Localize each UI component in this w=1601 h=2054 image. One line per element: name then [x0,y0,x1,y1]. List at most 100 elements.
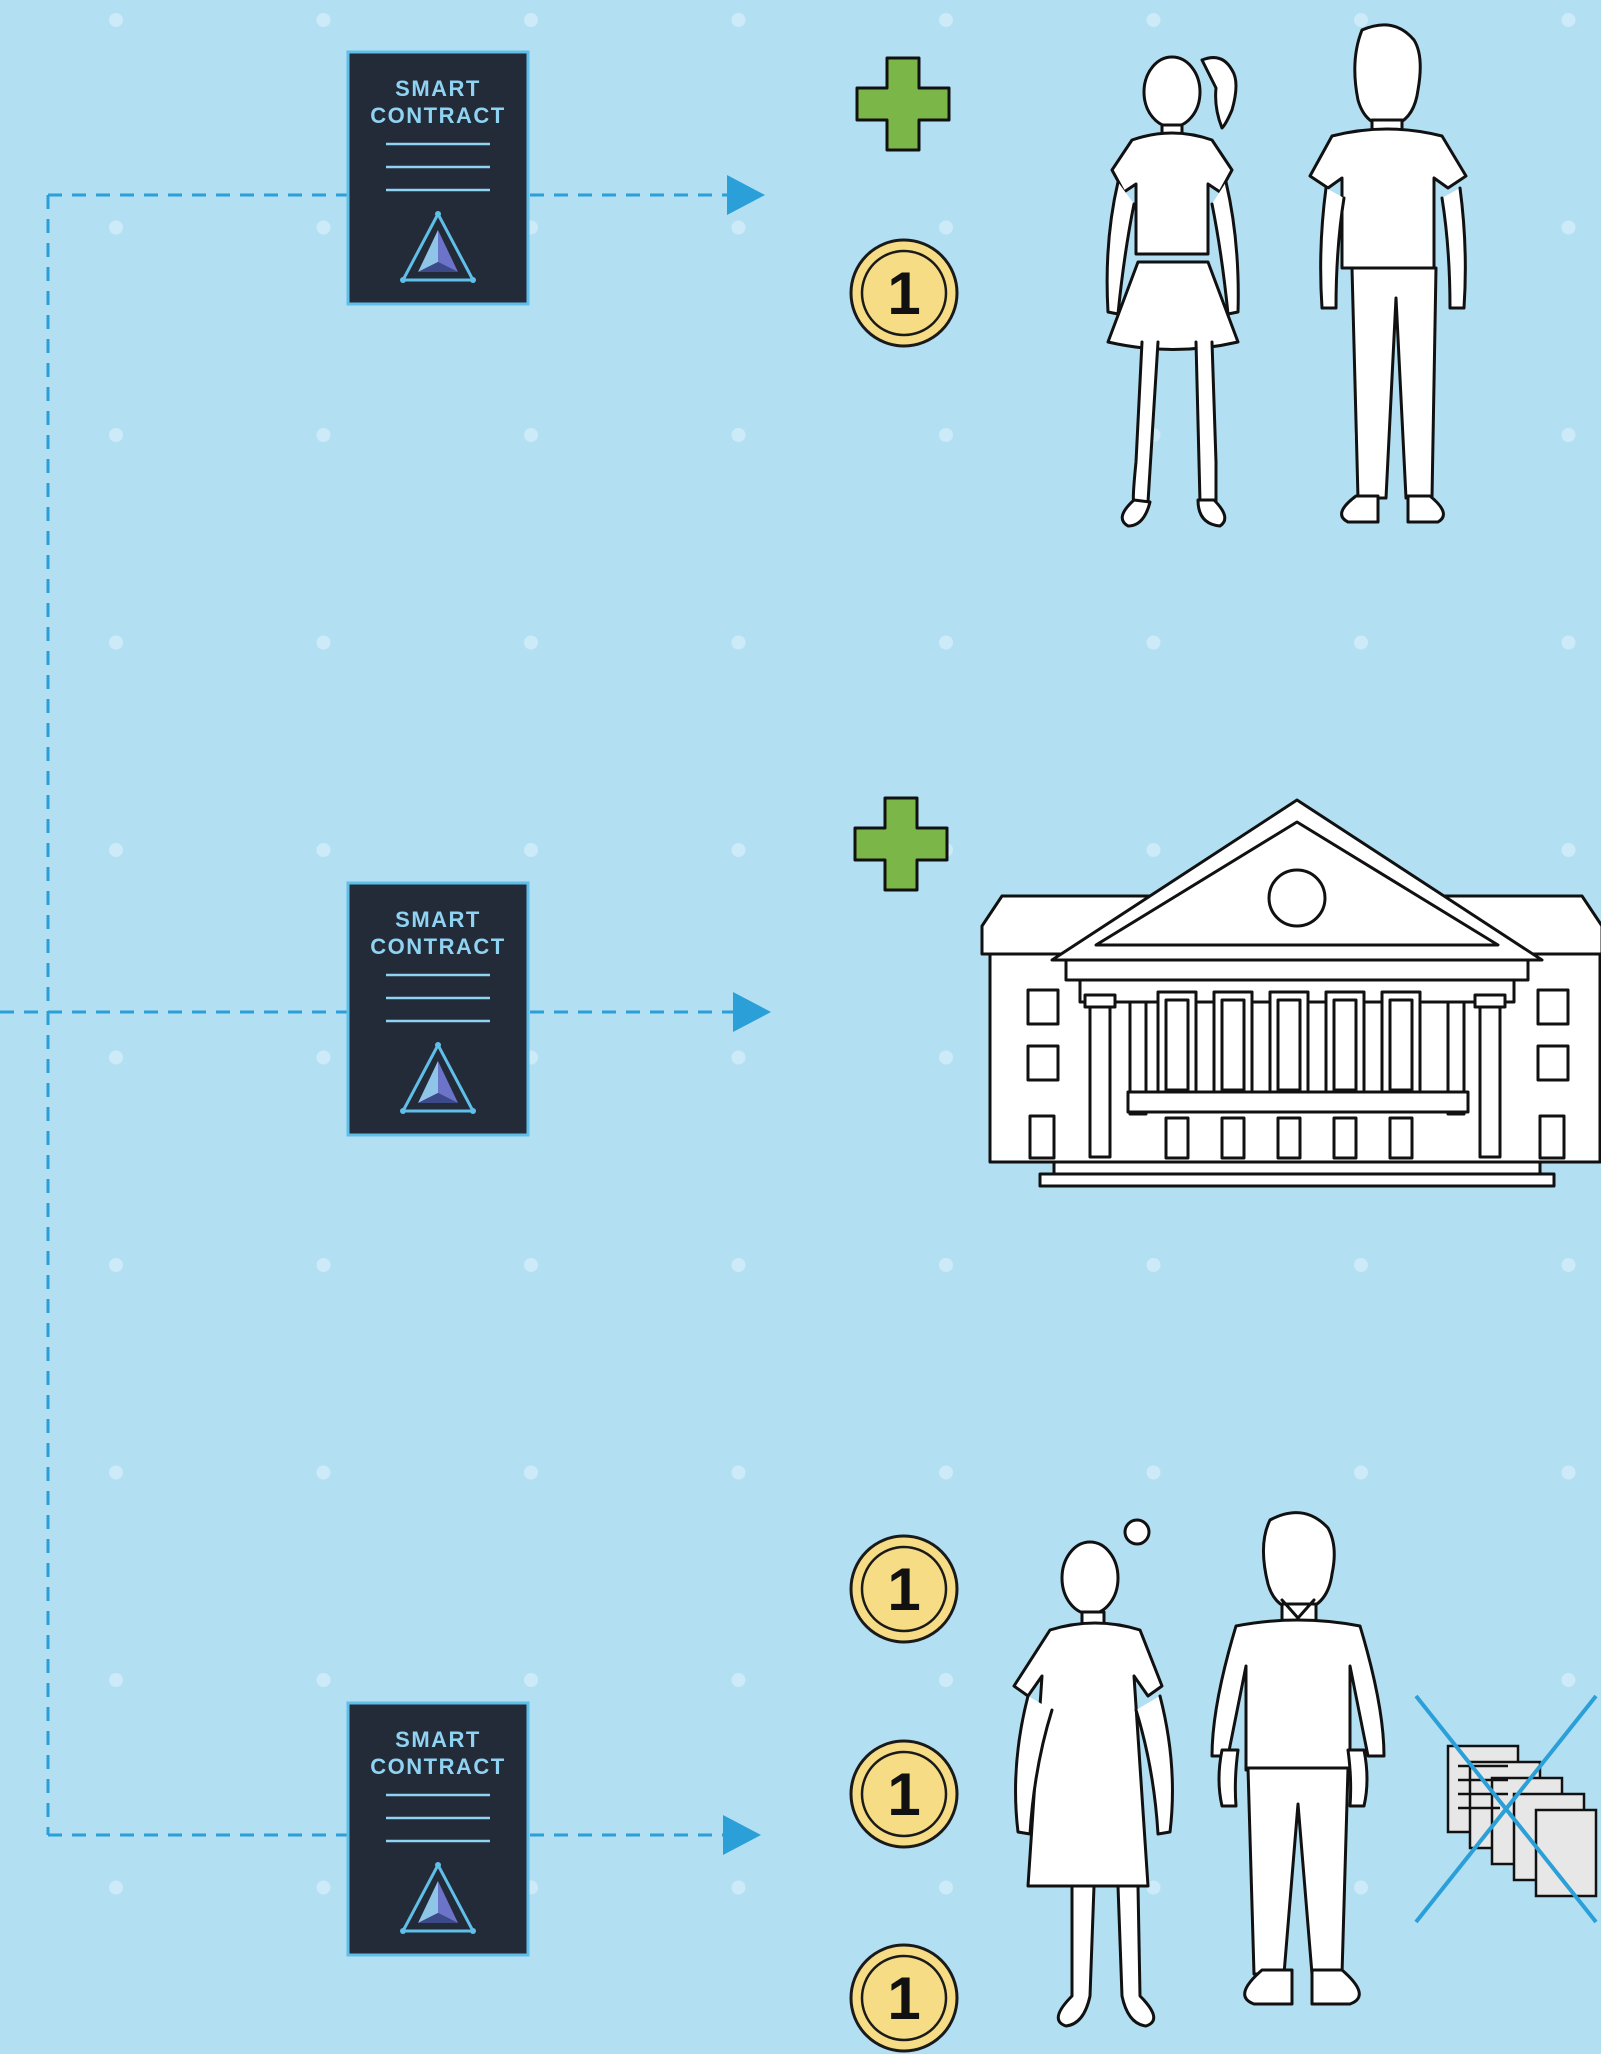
building-step-2 [1038,1172,1556,1188]
building-entablature [1064,958,1530,982]
grid-dot [1146,13,1161,27]
building-balcony [1126,1090,1470,1114]
boy-figure [1308,23,1468,524]
grid-dot [731,1258,746,1272]
grid-dot [1561,13,1576,27]
connector-arrowheads [723,175,771,1855]
contract-label-line1: SMART [395,907,481,932]
grid-dot [316,1050,331,1065]
coin-label: 1 [887,1965,920,2032]
grid-dot [1354,635,1368,650]
grid-dot [939,13,953,27]
grid-dot [316,220,331,235]
grid-dot [109,1258,123,1272]
building-oculus [1267,868,1327,928]
contract-label-line1: SMART [395,1727,481,1752]
man-figure [1210,1511,1386,2006]
grid-dot [939,1880,953,1895]
plus-icon [855,56,951,152]
grid-dot [1146,635,1161,650]
grid-dot [316,1880,331,1895]
grid-dot [109,220,123,235]
crossed-out-documents-icon [1414,1694,1598,1924]
grid-dot [109,843,123,857]
grid-dot [316,1258,331,1272]
grid-dot [731,1050,746,1065]
building-doors [1028,1114,1566,1160]
grid-dot [109,1465,123,1480]
grid-dot [731,428,746,442]
grid-dot [939,220,953,235]
grid-dot [1561,1673,1576,1687]
arrow-head-icon [723,1815,761,1855]
grid-dot [524,1465,538,1480]
grid-dot [1146,1465,1161,1480]
grid-dot [1354,1880,1368,1895]
grid-dot [109,428,123,442]
contract-label-line1: SMART [395,76,481,101]
grid-dot [939,1050,953,1065]
grid-dot [731,1673,746,1687]
grid-dot [1354,1465,1368,1480]
institution-building-icon [980,798,1601,1188]
grid-dot [1561,843,1576,857]
grid-dot [524,428,538,442]
grid-dot [524,843,538,857]
grid-dot [1561,428,1576,442]
arrow-head-icon [727,175,765,215]
young-people-icon [1105,23,1468,528]
grid-dot [109,1050,123,1065]
woman-figure [1012,1518,1174,2028]
arrow-head-icon [733,992,771,1032]
coin-icon: 1 [849,238,959,348]
girl-figure [1105,55,1240,528]
grid-dot [1561,1465,1576,1480]
grid-dot [1354,1258,1368,1272]
adult-people-icon [1012,1511,1386,2028]
grid-dot [1146,1880,1161,1895]
grid-dot [316,428,331,442]
grid-dot [731,635,746,650]
grid-dot [524,1258,538,1272]
smart-contract-1: SMART CONTRACT [346,50,530,306]
coin-icon: 1 [849,1739,959,1849]
contract-label-line2: CONTRACT [370,1754,505,1779]
grid-dot [1354,13,1368,27]
grid-dot [939,428,953,442]
grid-dot [524,1673,538,1687]
coin-label: 1 [887,1761,920,1828]
grid-dot [316,1673,331,1687]
coin-icon: 1 [849,1534,959,1644]
grid-dot [316,13,331,27]
grid-dot [939,635,953,650]
grid-dot [316,843,331,857]
grid-dot [1561,220,1576,235]
cross-line [1414,1694,1598,1924]
grid-dot [524,13,538,27]
coin-label: 1 [887,1556,920,1623]
grid-dot [731,220,746,235]
smart-contract-2: SMART CONTRACT [346,881,530,1137]
grid-dot [109,13,123,27]
grid-dot [1561,1258,1576,1272]
grid-dot [109,635,123,650]
coin-label: 1 [887,260,920,327]
grid-dot [524,635,538,650]
grid-dot [109,1673,123,1687]
grid-dot [731,843,746,857]
building-step-1 [1052,1160,1542,1176]
plus-icon [853,796,949,892]
grid-dot [316,1465,331,1480]
connector-lines [0,193,735,1837]
grid-dot [939,1465,953,1480]
grid-dot [939,1673,953,1687]
smart-contract-3: SMART CONTRACT [346,1701,530,1957]
grid-dot [316,635,331,650]
contract-label-line2: CONTRACT [370,934,505,959]
contract-label-line2: CONTRACT [370,103,505,128]
grid-dot [731,1465,746,1480]
grid-dot [939,1258,953,1272]
coin-icon: 1 [849,1943,959,2053]
